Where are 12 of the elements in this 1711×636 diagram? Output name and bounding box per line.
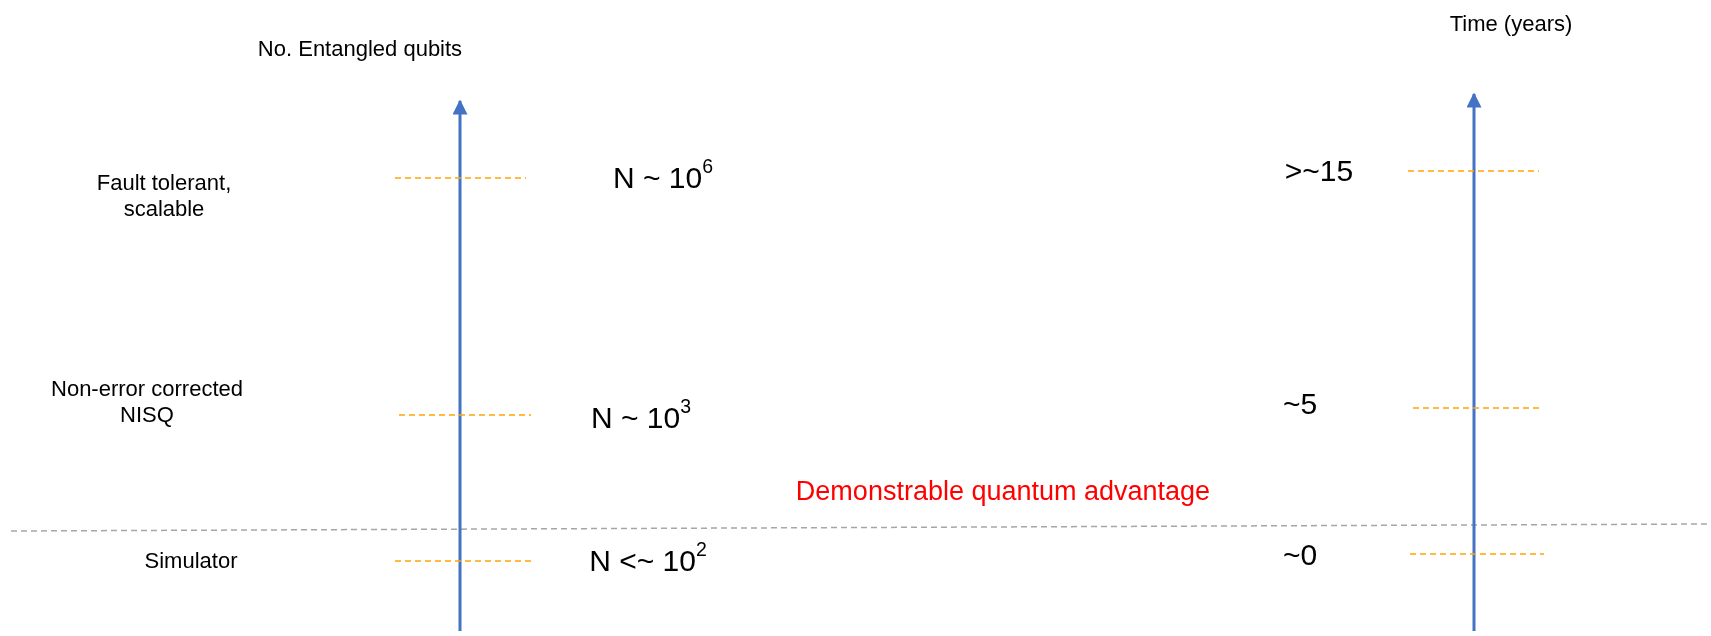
- value-label: >~15: [1284, 153, 1354, 189]
- threshold-label: Demonstrable quantum advantage: [795, 474, 1211, 508]
- axis-label: No. Entangled qubits: [257, 35, 463, 63]
- value-label: N ~ 10$^{6}$: [612, 160, 714, 196]
- stage-label: Non-error corrected NISQ: [50, 375, 244, 429]
- value-label: ~5: [1282, 386, 1318, 422]
- axis-label: Time (years): [1449, 10, 1573, 38]
- stage-label: Fault tolerant, scalable: [95, 169, 233, 223]
- stage-label: Simulator: [144, 547, 238, 575]
- value-label: N ~ 10$^{3}$: [590, 400, 692, 436]
- value-label: ~0: [1282, 537, 1318, 573]
- value-label: N <~ 10$^{2}$: [589, 543, 707, 579]
